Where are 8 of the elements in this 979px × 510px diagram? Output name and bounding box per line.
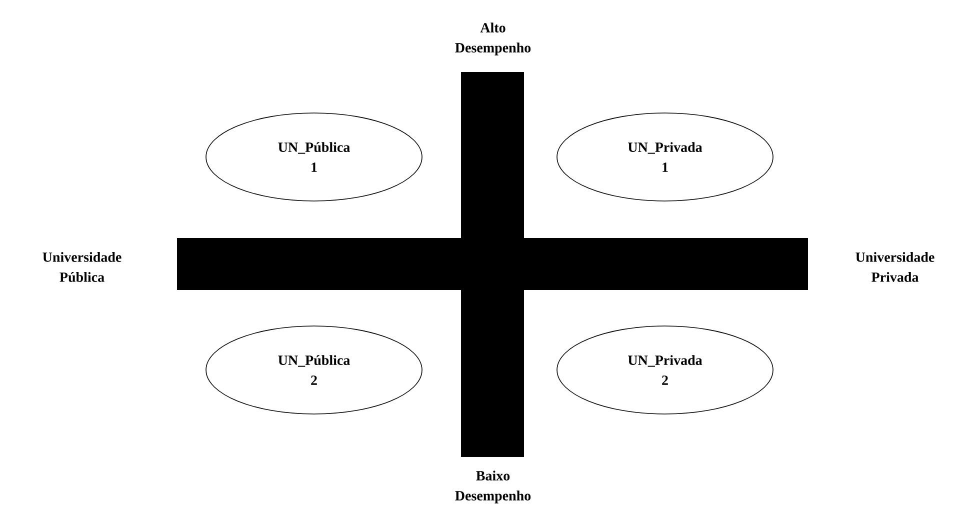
ellipse-node: UN_Pública 2 (206, 326, 422, 414)
axis-label: Universidade Privada (856, 252, 934, 282)
axis-label: Alto Desempenho (455, 22, 531, 56)
ellipse-node: UN_Privada 2 (556, 326, 774, 414)
axis-label: Universidade Pública (42, 252, 122, 282)
ellipse-node: UN_Privada 1 (556, 112, 774, 202)
axis-label: Baixo Desempenho (455, 470, 531, 504)
ellipse-node: UN_Pública 1 (206, 112, 422, 202)
